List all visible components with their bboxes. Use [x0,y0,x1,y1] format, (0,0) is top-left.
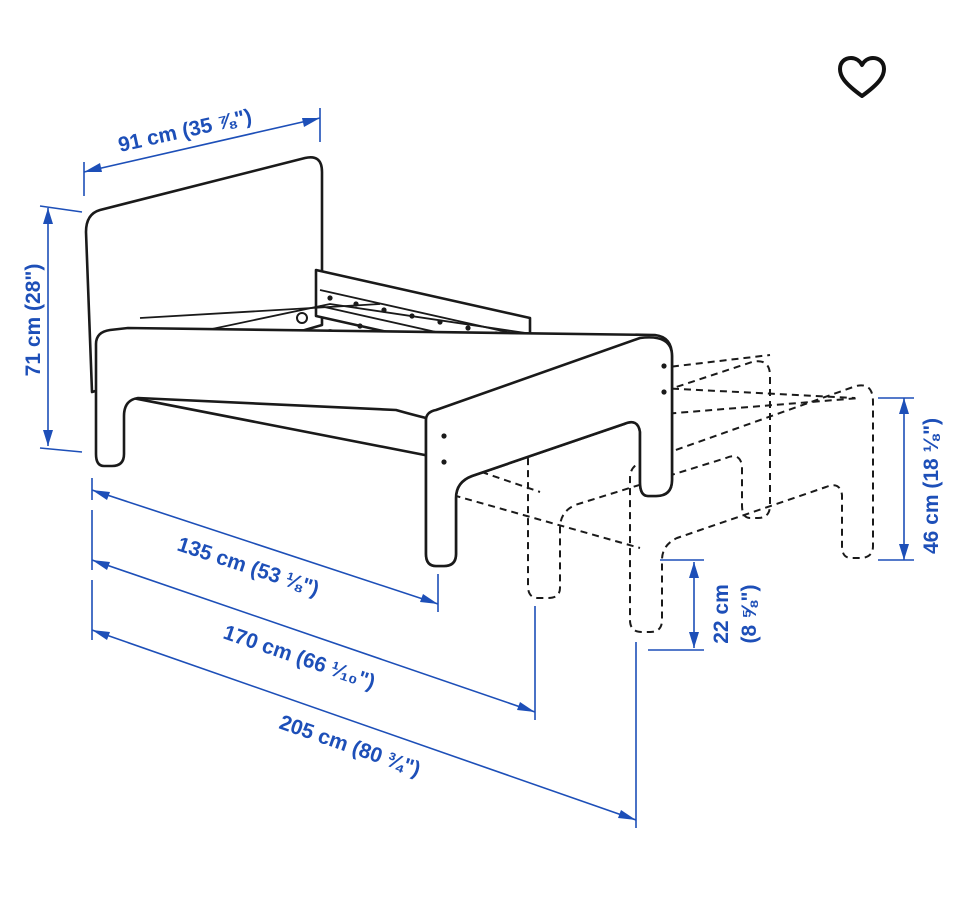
side-height-label: 46 cm (18 ⅛") [920,418,943,554]
side-frame-panel [94,326,674,568]
leg-height-cm-label: 22 cm [710,584,733,644]
heart-outline-icon [838,56,886,98]
leg-height-in-label: (8 ⅝") [738,585,761,644]
dimension-lines [39,108,914,828]
bed-illustration [84,156,874,633]
length-205-label: 205 cm (80 ¾") [276,711,423,781]
length-135-label: 135 cm (53 ⅛") [174,533,322,601]
favourite-button[interactable] [832,52,892,108]
height-label: 71 cm (28") [22,264,45,377]
